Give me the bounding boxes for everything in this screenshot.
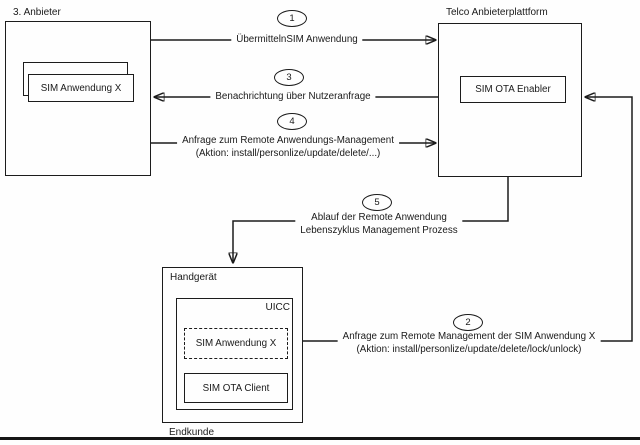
owner-label: Endkunde — [169, 427, 215, 438]
handset-sim-app-label: SIM Anwendung X — [195, 338, 277, 349]
flow-2-label-text: Anfrage zum Remote Management der SIM An… — [342, 331, 596, 342]
flow-4-badge: 4 — [277, 113, 307, 130]
sim-ota-enabler-label: SIM OTA Enabler — [475, 84, 551, 95]
uicc-label: UICC — [265, 302, 290, 313]
flow-3-number: 3 — [286, 72, 292, 83]
flow-2-label: Anfrage zum Remote Management der SIM An… — [337, 331, 601, 356]
sim-ota-enabler-box: SIM OTA Enabler — [460, 76, 566, 103]
provider-card-front: SIM Anwendung X — [28, 74, 134, 102]
flow-5-badge: 5 — [362, 194, 392, 211]
flow-3-label-text: Benachrichtung über Nutzeranfrage — [215, 91, 371, 102]
flow-2-sublabel-text: (Aktion: install/personlize/update/delet… — [356, 343, 582, 355]
flow-4-label: Anfrage zum Remote Anwendungs-Management… — [177, 135, 399, 160]
flow-4-number: 4 — [289, 116, 295, 127]
flow-3-label: Benachrichtung über Nutzeranfrage — [210, 91, 376, 104]
sim-ota-client-label: SIM OTA Client — [202, 382, 270, 394]
flow-1-badge: 1 — [277, 10, 307, 27]
flow-5-number: 5 — [374, 197, 380, 208]
telco-title: Telco Anbieterplattform — [446, 7, 548, 18]
flow-4-sublabel-text: (Aktion: install/personlize/update/delet… — [195, 147, 381, 159]
flow-2-number: 2 — [465, 317, 471, 328]
flow-1-label: ÜbermittelnSIM Anwendung — [231, 34, 363, 47]
uicc-box — [176, 298, 293, 410]
flow-1-number: 1 — [289, 13, 295, 24]
flow-5-sublabel-text: Lebenszyklus Management Prozess — [300, 224, 458, 236]
provider-box — [5, 21, 151, 176]
flow-5-label: Ablauf der Remote Anwendung Lebenszyklus… — [295, 212, 463, 237]
handset-sim-app-box: SIM Anwendung X — [184, 328, 288, 359]
handset-title: Handgerät — [170, 272, 217, 283]
telco-box — [438, 23, 582, 177]
flow-2-badge: 2 — [453, 314, 483, 331]
provider-card-label: SIM Anwendung X — [40, 82, 122, 94]
flow-5-label-text: Ablauf der Remote Anwendung — [311, 212, 447, 223]
flow-1-label-text: ÜbermittelnSIM Anwendung — [236, 34, 358, 45]
sim-ota-client-box: SIM OTA Client — [184, 373, 288, 403]
flow-3-badge: 3 — [274, 69, 304, 86]
bottom-divider — [0, 437, 640, 440]
flow-4-label-text: Anfrage zum Remote Anwendungs-Management — [182, 135, 394, 146]
provider-title: 3. Anbieter — [13, 7, 61, 18]
